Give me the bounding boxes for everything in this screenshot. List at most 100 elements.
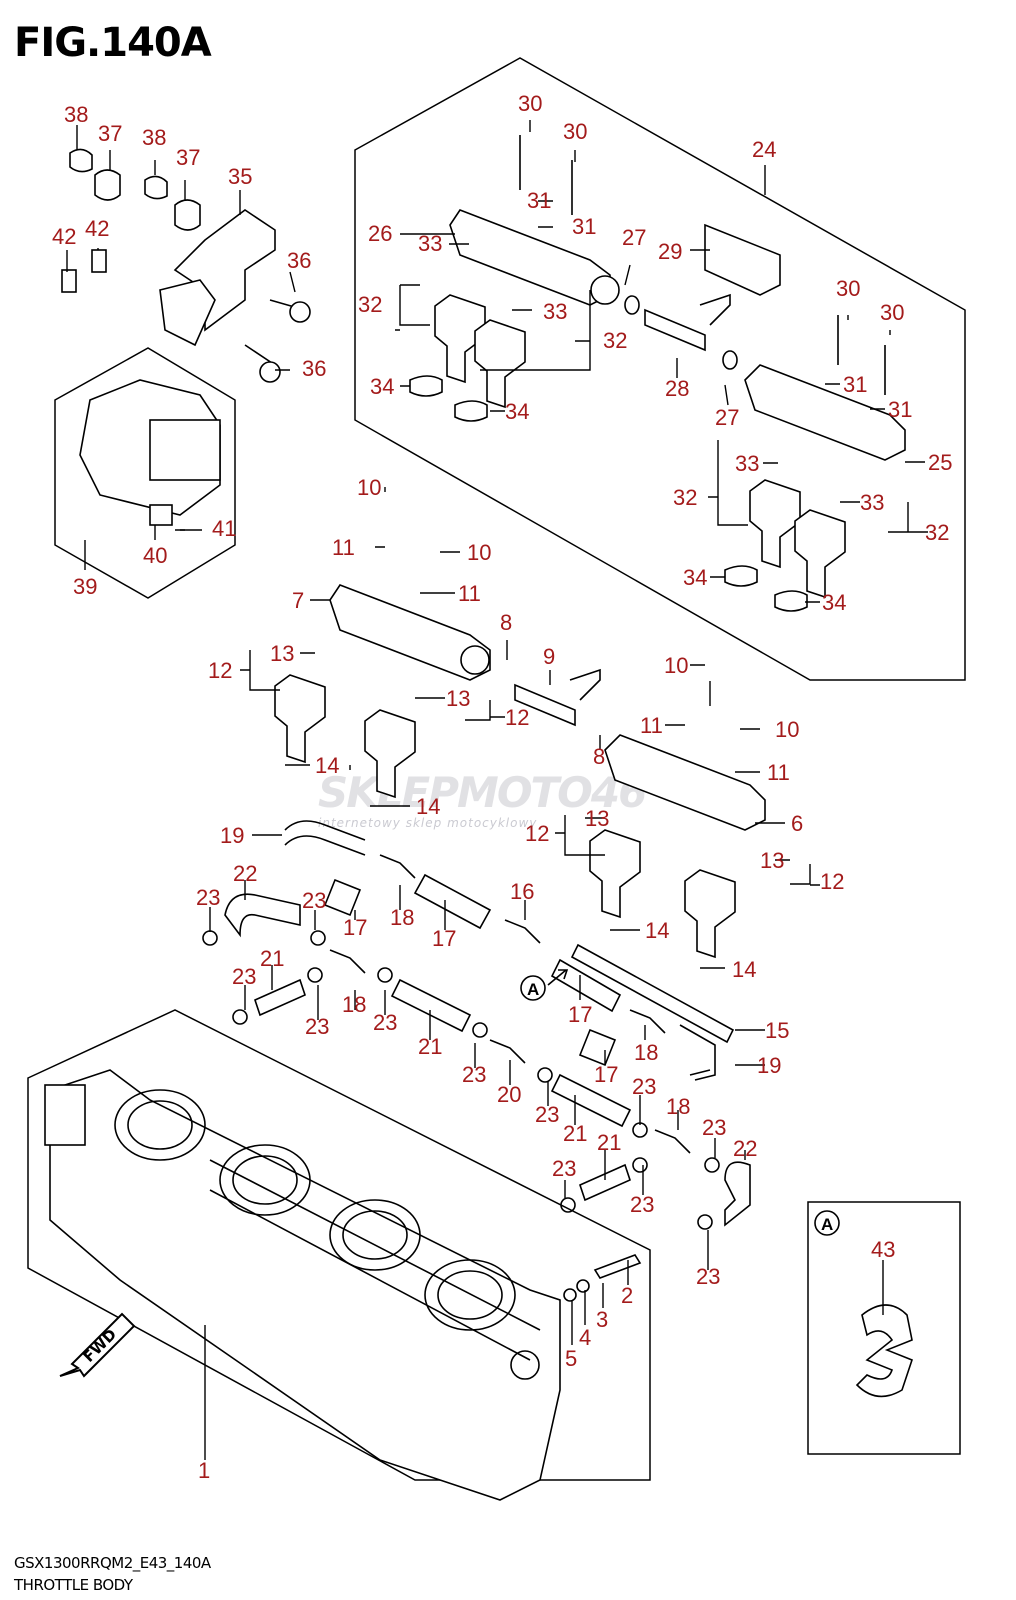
callout-30: 30 [563, 119, 587, 144]
callout-2: 2 [621, 1283, 633, 1308]
callout-31: 31 [843, 372, 867, 397]
callout-10: 10 [664, 653, 688, 678]
callout-22: 22 [733, 1136, 757, 1161]
callout-14: 14 [315, 753, 339, 778]
callout-40: 40 [143, 543, 167, 568]
callout-9: 9 [543, 644, 555, 669]
upper-fuel-rail-b [744, 364, 906, 461]
callout-17: 17 [568, 1002, 592, 1027]
throttle-position-sensor [79, 379, 221, 531]
callout-12: 12 [208, 658, 232, 683]
detail-a-frame [807, 1201, 961, 1455]
callout-35: 35 [228, 164, 252, 189]
callout-23: 23 [305, 1014, 329, 1039]
detail-a-badge [814, 1210, 840, 1236]
callout-37: 37 [98, 121, 122, 146]
callout-16: 16 [510, 879, 534, 904]
callout-12: 12 [820, 869, 844, 894]
callout-32: 32 [673, 485, 697, 510]
bracket-assembly [61, 148, 311, 383]
callout-12: 12 [525, 821, 549, 846]
fuel-rail-group-frame [354, 57, 966, 681]
callout-28: 28 [665, 376, 689, 401]
callout-34: 34 [370, 374, 394, 399]
callout-14: 14 [416, 794, 440, 819]
callout-39: 39 [73, 574, 97, 599]
lower-tee-fitting [514, 668, 601, 727]
callout-27: 27 [622, 225, 646, 250]
callout-23: 23 [630, 1192, 654, 1217]
callout-19: 19 [757, 1053, 781, 1078]
callout-23: 23 [232, 964, 256, 989]
callout-12: 12 [505, 705, 529, 730]
callout-21: 21 [418, 1034, 442, 1059]
callout-33: 33 [543, 299, 567, 324]
callout-1: 1 [198, 1458, 210, 1483]
callout-14: 14 [732, 957, 756, 982]
watermark-logo: SKLEPMOTO46 [318, 768, 647, 817]
callout-13: 13 [760, 848, 784, 873]
callout-33: 33 [860, 490, 884, 515]
forward-direction-arrow: FWD [59, 1312, 136, 1378]
callout-23: 23 [632, 1074, 656, 1099]
callout-36: 36 [302, 356, 326, 381]
callout-17: 17 [343, 915, 367, 940]
callout-34: 34 [683, 565, 707, 590]
callout-22: 22 [233, 861, 257, 886]
sensor-group-frame [54, 347, 236, 599]
detail-a-hose-clip [855, 1304, 913, 1398]
lower-injectors [274, 674, 736, 959]
callout-3: 3 [596, 1307, 608, 1332]
figure-title: FIG.140A [14, 20, 212, 66]
hose-tee-joints [329, 854, 691, 1154]
section-a-marker: A [527, 980, 539, 999]
upper-injectors [409, 294, 846, 612]
callout-30: 30 [518, 91, 542, 116]
callout-23: 23 [552, 1156, 576, 1181]
callout-18: 18 [390, 905, 414, 930]
callout-31: 31 [888, 397, 912, 422]
watermark-subtitle: internetowy sklep motocyklowy [318, 816, 538, 830]
section-a-pointer [520, 969, 569, 1001]
callout-4: 4 [579, 1325, 591, 1350]
callout-42: 42 [85, 216, 109, 241]
callout-24: 24 [752, 137, 776, 162]
callout-29: 29 [658, 239, 682, 264]
callout-23: 23 [696, 1264, 720, 1289]
callout-8: 8 [593, 744, 605, 769]
callout-11: 11 [332, 535, 355, 560]
callout-33: 33 [418, 231, 442, 256]
callout-23: 23 [702, 1115, 726, 1140]
callout-30: 30 [836, 276, 860, 301]
callout-11: 11 [767, 760, 790, 785]
leader-lines [66, 120, 928, 1460]
callout-7: 7 [292, 588, 304, 613]
callout-32: 32 [603, 328, 627, 353]
callout-15: 15 [765, 1018, 789, 1043]
throttle-body [44, 1069, 561, 1501]
callout-17: 17 [432, 926, 456, 951]
callout-20: 20 [497, 1082, 521, 1107]
callout-34: 34 [822, 590, 846, 615]
upper-tee-fitting [644, 293, 738, 370]
callout-6: 6 [791, 811, 803, 836]
callout-43: 43 [871, 1237, 895, 1262]
callout-41: 41 [212, 516, 236, 541]
callout-13: 13 [446, 686, 470, 711]
callout-8: 8 [500, 610, 512, 635]
callout-21: 21 [563, 1121, 587, 1146]
callout-34: 34 [505, 399, 529, 424]
throttle-body-group-frame [27, 1009, 651, 1481]
upper-fuel-rail-a [449, 209, 640, 315]
callout-11: 11 [458, 581, 481, 606]
upper-bolts [519, 135, 886, 395]
callout-23: 23 [196, 885, 220, 910]
callout-14: 14 [645, 918, 669, 943]
hose-clips [202, 930, 720, 1230]
callout-32: 32 [358, 292, 382, 317]
callout-23: 23 [535, 1102, 559, 1127]
callout-10: 10 [357, 475, 381, 500]
upper-rail-clamp [704, 223, 781, 296]
callout-18: 18 [666, 1094, 690, 1119]
